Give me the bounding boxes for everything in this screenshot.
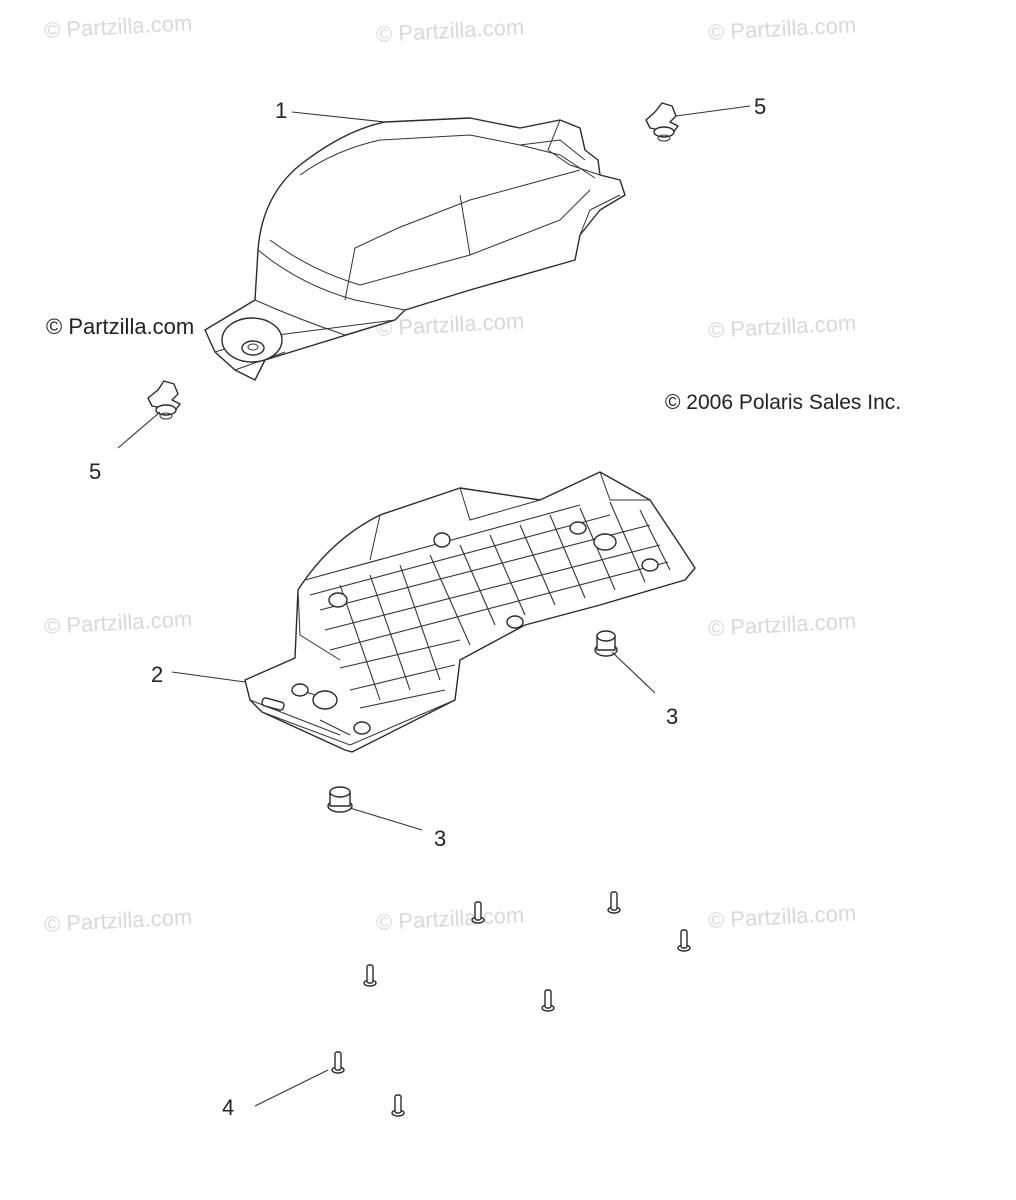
screw-icon[interactable] xyxy=(363,964,377,987)
callout-1: 1 xyxy=(275,98,288,123)
seat-cover-icon[interactable] xyxy=(204,117,626,381)
screw-icon[interactable] xyxy=(471,901,485,924)
screw-icon[interactable] xyxy=(607,891,621,914)
screw-icon[interactable] xyxy=(677,929,691,952)
callout-3: 3 xyxy=(666,704,679,729)
grommet-icon[interactable] xyxy=(594,630,618,657)
leader-lines xyxy=(117,105,751,1107)
screw-icon[interactable] xyxy=(391,1094,405,1117)
callout-5: 5 xyxy=(89,459,102,484)
seat-base-icon[interactable] xyxy=(244,471,696,753)
callout-5: 5 xyxy=(754,94,767,119)
callout-4: 4 xyxy=(222,1095,235,1120)
screw-icon[interactable] xyxy=(331,1051,345,1074)
latch-icon[interactable] xyxy=(645,102,679,142)
screw-icon[interactable] xyxy=(541,989,555,1012)
partzilla-logo: © Partzilla.com xyxy=(46,314,195,339)
callout-3: 3 xyxy=(434,826,447,851)
callout-2: 2 xyxy=(151,662,164,687)
grommet-icon[interactable] xyxy=(327,786,353,813)
copyright-notice: © 2006 Polaris Sales Inc. xyxy=(665,391,902,414)
latch-icon[interactable] xyxy=(147,380,181,420)
